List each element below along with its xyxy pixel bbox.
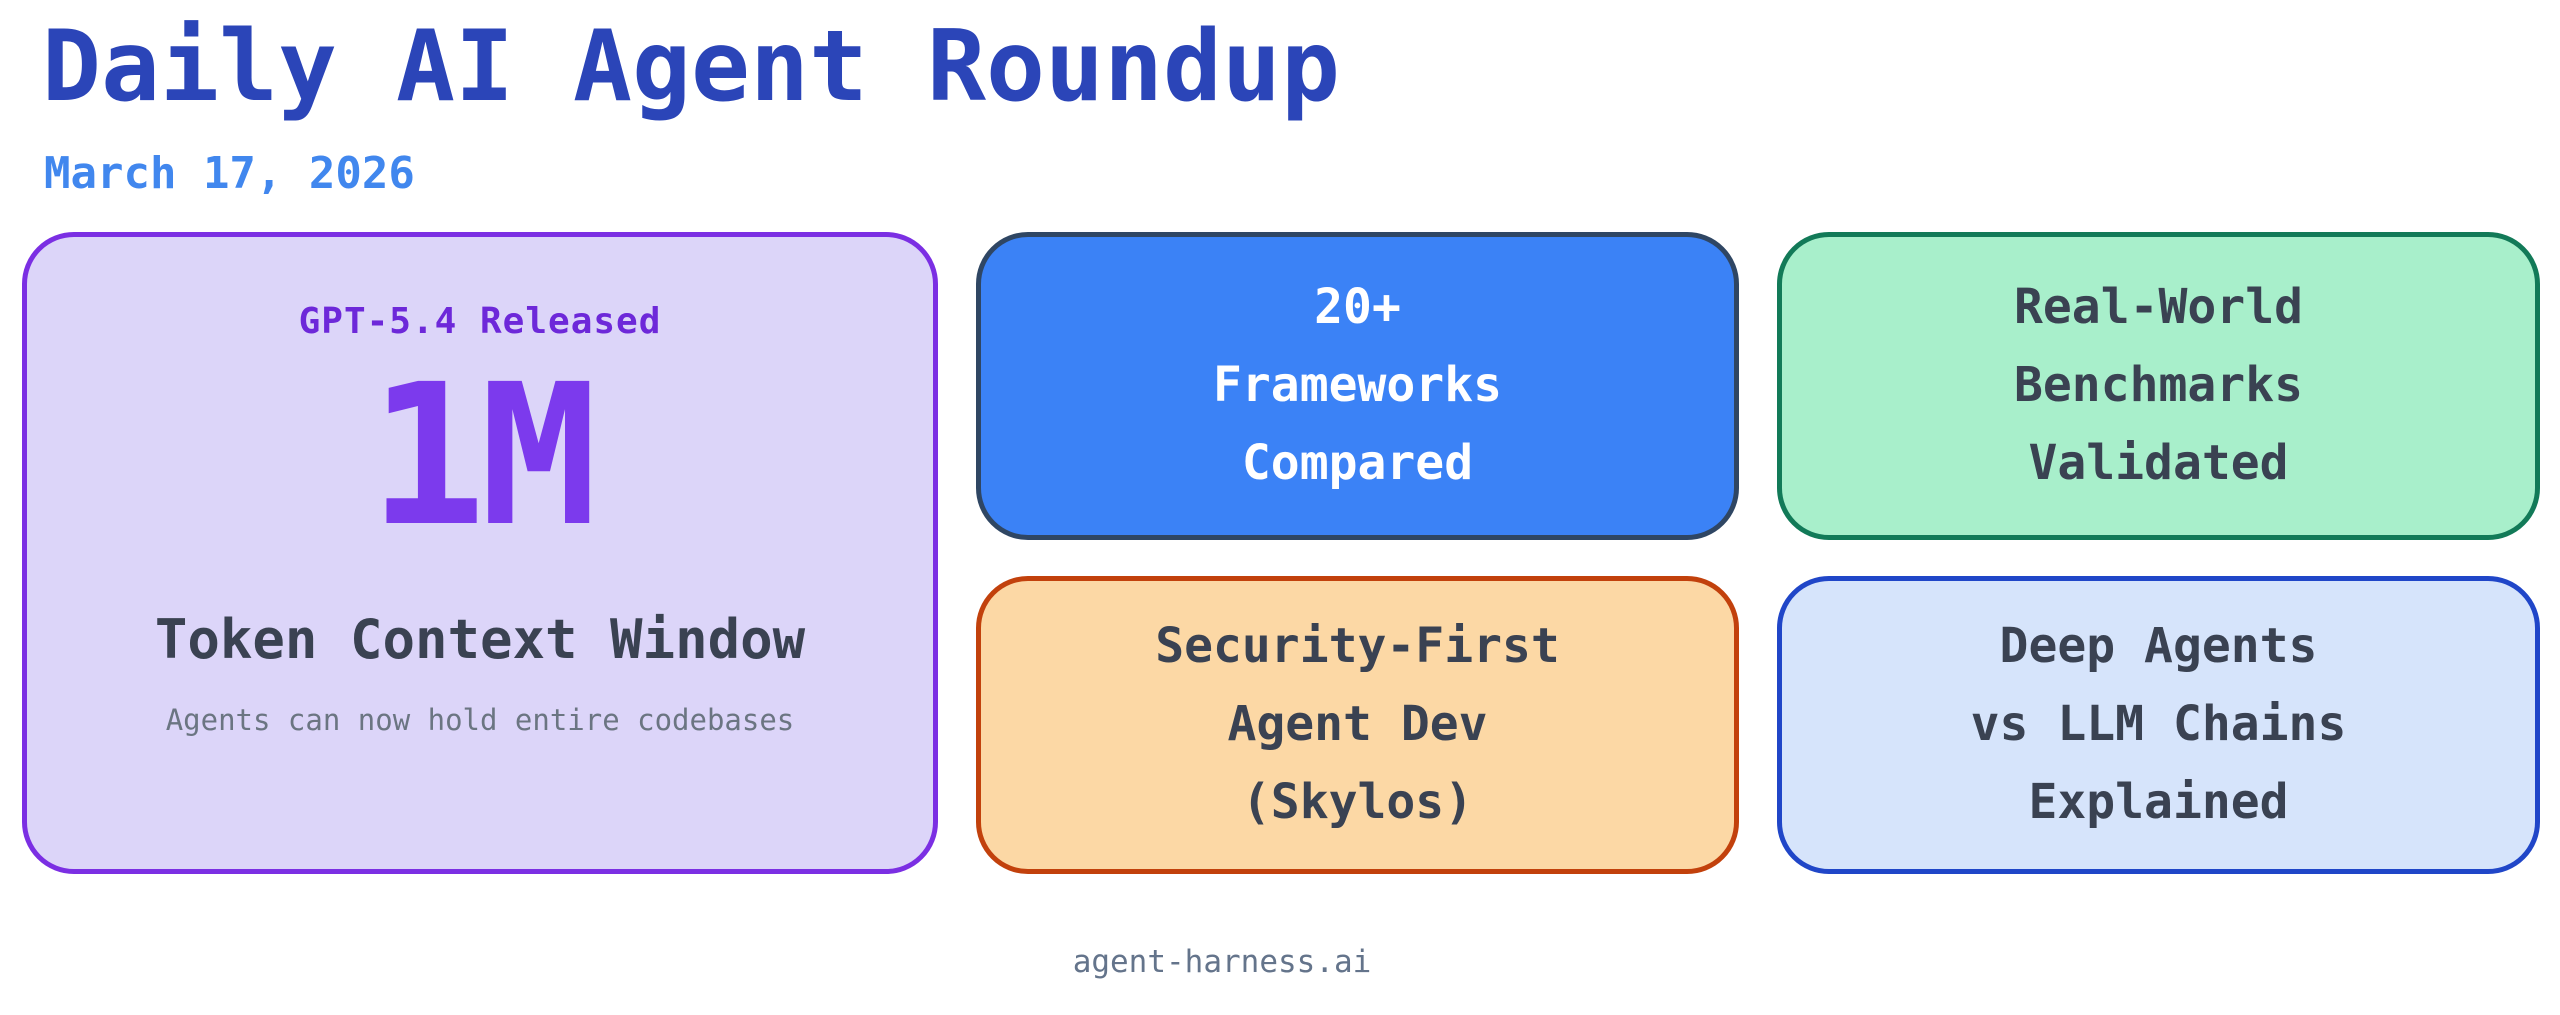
- hero-stat-card: GPT-5.4 Released 1M Token Context Window…: [22, 232, 938, 874]
- security-card: Security-First Agent Dev (Skylos): [976, 576, 1739, 874]
- page-title: Daily AI Agent Roundup: [42, 10, 1341, 124]
- card-line: Frameworks: [1213, 357, 1502, 414]
- card-line: vs LLM Chains: [1970, 696, 2347, 753]
- card-line: Agent Dev: [1227, 696, 1488, 753]
- deep-agents-card: Deep Agents vs LLM Chains Explained: [1777, 576, 2540, 874]
- hero-kicker: GPT-5.4 Released: [298, 301, 662, 342]
- footer-site-text: agent-harness.ai: [1072, 944, 1372, 980]
- hero-stat-label: Token Context Window: [154, 608, 806, 672]
- hero-stat-value: 1M: [368, 342, 598, 569]
- card-line: Validated: [2028, 434, 2289, 491]
- card-line: Deep Agents: [1999, 618, 2318, 675]
- page-date: March 17, 2026: [44, 148, 415, 199]
- card-line: Security-First: [1155, 618, 1560, 675]
- card-line: 20+: [1314, 279, 1401, 336]
- card-line: Real-World: [2014, 279, 2303, 336]
- card-line: (Skylos): [1241, 773, 1474, 830]
- cards-grid: GPT-5.4 Released 1M Token Context Window…: [22, 232, 2540, 874]
- card-line: Explained: [2028, 773, 2289, 830]
- benchmarks-card: Real-World Benchmarks Validated: [1777, 232, 2540, 540]
- card-line: Benchmarks: [2014, 357, 2303, 414]
- card-line: Compared: [1241, 434, 1474, 491]
- frameworks-card: 20+ Frameworks Compared: [976, 232, 1739, 540]
- hero-subtitle: Agents can now hold entire codebases: [165, 703, 795, 738]
